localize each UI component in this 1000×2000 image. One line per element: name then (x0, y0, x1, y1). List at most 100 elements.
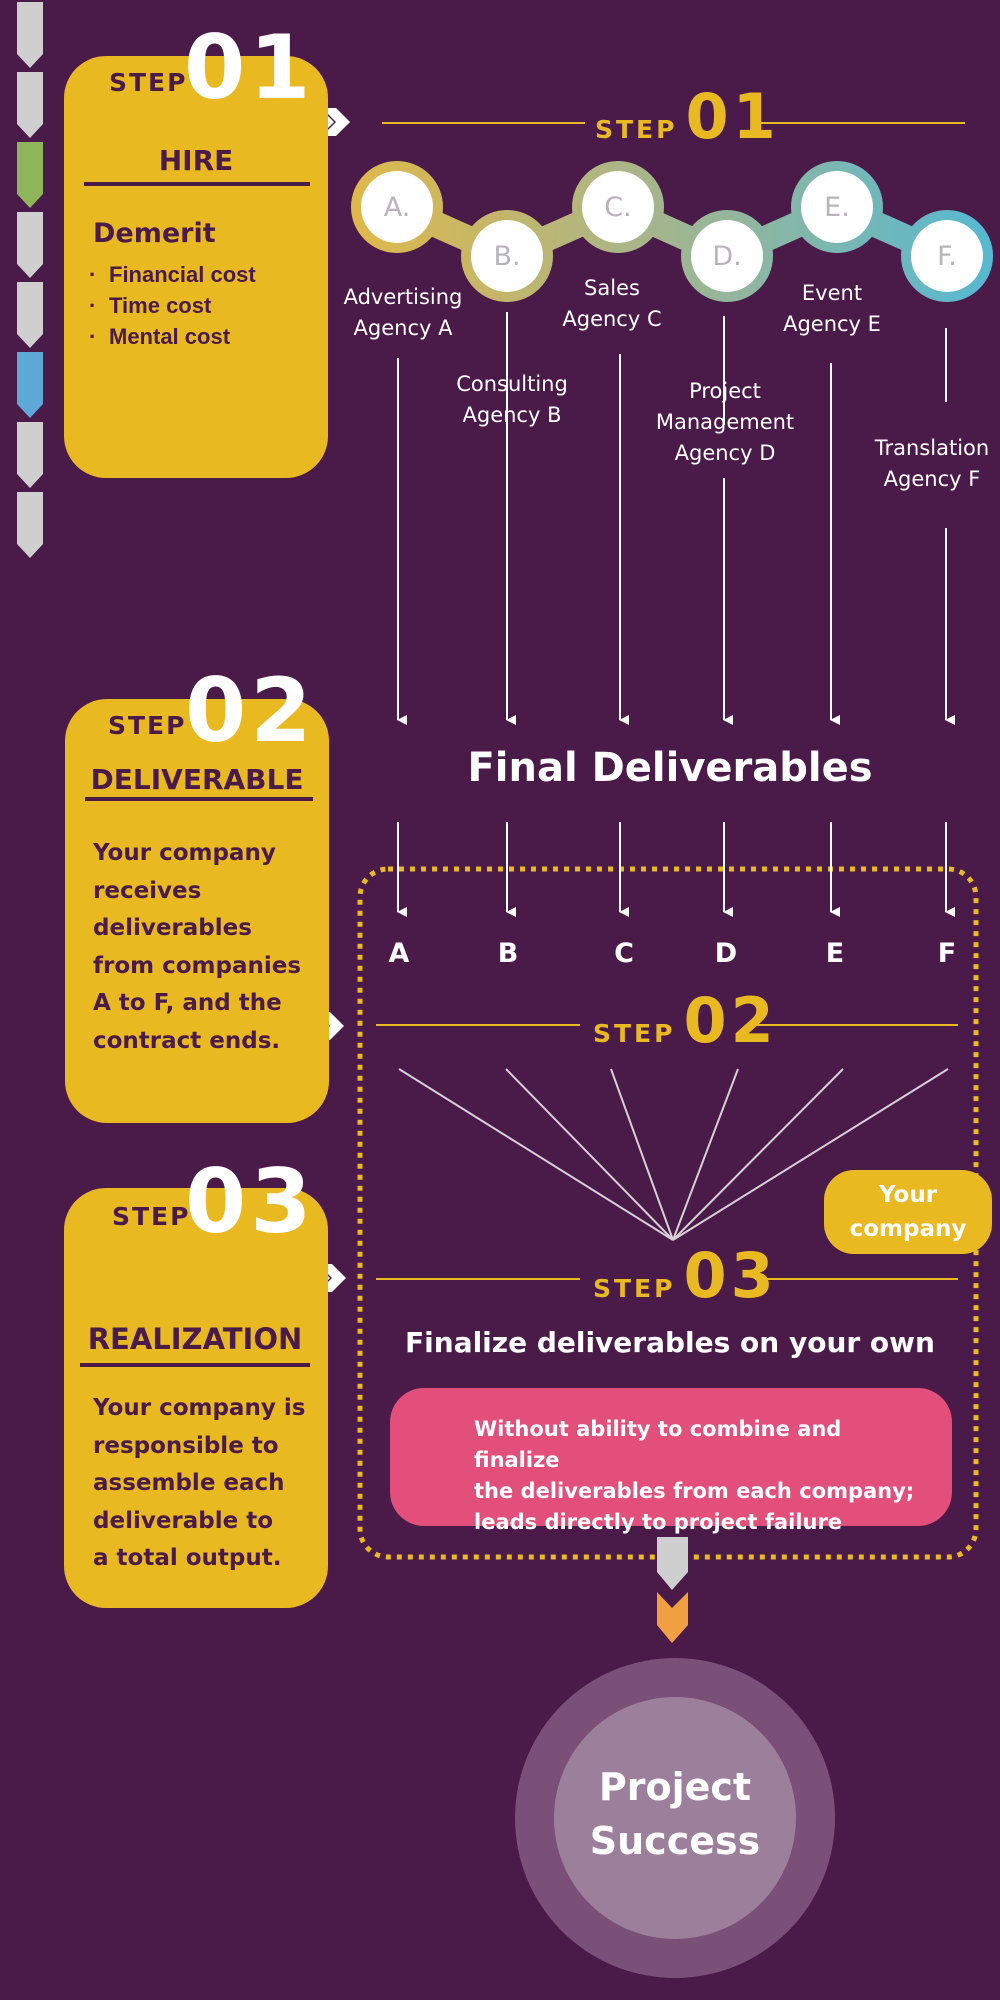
side-chevron-strip (17, 2, 43, 558)
step-02-number: 02 (185, 659, 316, 762)
deliverable-letter-b: B (497, 938, 519, 969)
finalize-title: Finalize deliverables on your own (405, 1326, 935, 1359)
step-01-number: 01 (184, 16, 315, 119)
agency-node-letter: B. (493, 241, 520, 272)
step-01-word: STEP (109, 68, 188, 97)
demerit-item: Financial cost (89, 262, 256, 293)
your-company-line: company (849, 1216, 967, 1242)
merge-line (672, 1068, 844, 1241)
success-line: Project (598, 1765, 752, 1809)
deliverable-letter-a: A (388, 938, 410, 969)
step-label-word: STEP (593, 1274, 676, 1303)
side-chevron-gray-icon (17, 492, 43, 558)
agency-label-d: Project Management Agency D (645, 376, 805, 469)
agency-label-c: Sales Agency C (532, 273, 692, 335)
step-03-title: REALIZATION (87, 1322, 303, 1356)
step-label-word: STEP (595, 115, 678, 144)
merge-line (505, 1068, 674, 1241)
step-01-subtitle: Demerit (93, 218, 216, 249)
agency-node-c (582, 171, 654, 243)
agency-label-b: Consulting Agency B (432, 369, 592, 431)
success-line: Success (589, 1819, 761, 1863)
dotted-frame (357, 866, 979, 1560)
agency-label-line: Consulting (456, 372, 568, 396)
step-02-card: STEP 02 DELIVERABLE Your company receive… (65, 667, 329, 1123)
step-03-label: STEP 03 (593, 1245, 778, 1307)
step-02-label: STEP 02 (593, 990, 778, 1052)
step-label-word: STEP (593, 1019, 676, 1048)
step-label-number: 03 (683, 1239, 778, 1312)
step-label-number: 02 (683, 984, 778, 1057)
step-02-title-rule (85, 797, 313, 801)
your-company-badge: Your company (824, 1170, 992, 1254)
side-chevron-green-icon (17, 142, 43, 208)
agency-label-line: Project (689, 379, 761, 403)
your-company-line: Your (878, 1182, 938, 1208)
step-03-word: STEP (112, 1202, 191, 1231)
side-chevron-blue-icon (17, 352, 43, 418)
description-line: responsible to (93, 1432, 279, 1459)
step-01-title: HIRE (158, 144, 234, 177)
failure-warning-text: Without ability to combine and finalize … (474, 1414, 934, 1538)
agency-node-letter: F. (937, 241, 957, 272)
step-03-description: Your company is responsible to assemble … (93, 1390, 305, 1578)
down-chevron-orange-icon (657, 1592, 688, 1643)
agency-node-letter: E. (824, 192, 850, 223)
failure-warning-box: Without ability to combine and finalize … (390, 1388, 952, 1534)
agency-label-line: Translation (874, 436, 990, 460)
agency-label-a: Advertising Agency A (323, 282, 483, 344)
merge-line (672, 1068, 949, 1241)
agency-node-letter: A. (384, 192, 411, 223)
side-chevron-gray-icon (17, 282, 43, 348)
agency-node-d (691, 220, 763, 292)
agency-label-line: Agency A (353, 316, 453, 340)
agency-chain: A. B. C. D. E. F. (351, 161, 993, 302)
agency-node-e (801, 171, 873, 243)
agency-label-line: Agency E (783, 312, 881, 336)
description-line: deliverable to (93, 1507, 274, 1534)
warning-line: the deliverables from each company; (474, 1479, 915, 1503)
final-deliverables-heading: Final Deliverables (467, 745, 873, 791)
description-line: deliverables (93, 915, 252, 941)
side-chevron-gray-icon (17, 212, 43, 278)
agency-arrows (397, 312, 955, 917)
description-line: assemble each (93, 1470, 285, 1496)
agency-label-e: Event Agency E (752, 278, 912, 340)
step-02-description: Your company receives deliverables from … (93, 835, 301, 1060)
warning-line: leads directly to project failure (474, 1510, 843, 1534)
step-03-number: 03 (185, 1150, 316, 1253)
agency-label-line: Agency D (674, 441, 776, 465)
agency-node-f (911, 220, 983, 292)
side-chevron-gray-icon (17, 2, 43, 68)
merge-line (398, 1068, 674, 1241)
description-line: A to F, and the (93, 990, 282, 1016)
agency-node-a (361, 171, 433, 243)
merge-line (672, 1068, 739, 1241)
step-01-title-rule (84, 182, 310, 186)
step-03-title-rule (80, 1363, 310, 1367)
step-01-card: STEP 01 HIRE Demerit Financial cost Time… (64, 24, 328, 478)
success-inner-circle (554, 1697, 796, 1939)
description-line: from companies (93, 952, 302, 979)
agency-node-letter: C. (604, 192, 631, 223)
demerit-list: Financial cost Time cost Mental cost (89, 262, 256, 355)
agency-node-letter: D. (712, 241, 741, 272)
deliverable-letter-d: D (714, 938, 738, 969)
warning-line: Without ability to combine and finalize (474, 1417, 842, 1472)
deliverable-letter-e: E (825, 938, 845, 969)
description-line: Your company is (93, 1395, 306, 1421)
step-02-word: STEP (108, 711, 187, 740)
deliverable-letter-f: F (937, 938, 957, 969)
description-line: receives (93, 877, 202, 904)
agency-node-b (471, 220, 543, 292)
agency-label-line: Management (655, 410, 795, 434)
description-line: a total output. (93, 1545, 282, 1571)
step-02-title: DELIVERABLE (90, 763, 304, 796)
side-chevron-gray-icon (17, 72, 43, 138)
agency-label-line: Sales (584, 276, 640, 300)
agency-label-line: Agency C (562, 307, 662, 331)
agency-label-line: Event (801, 281, 863, 305)
agency-label-line: Advertising (343, 285, 463, 309)
merge-line (610, 1068, 674, 1241)
